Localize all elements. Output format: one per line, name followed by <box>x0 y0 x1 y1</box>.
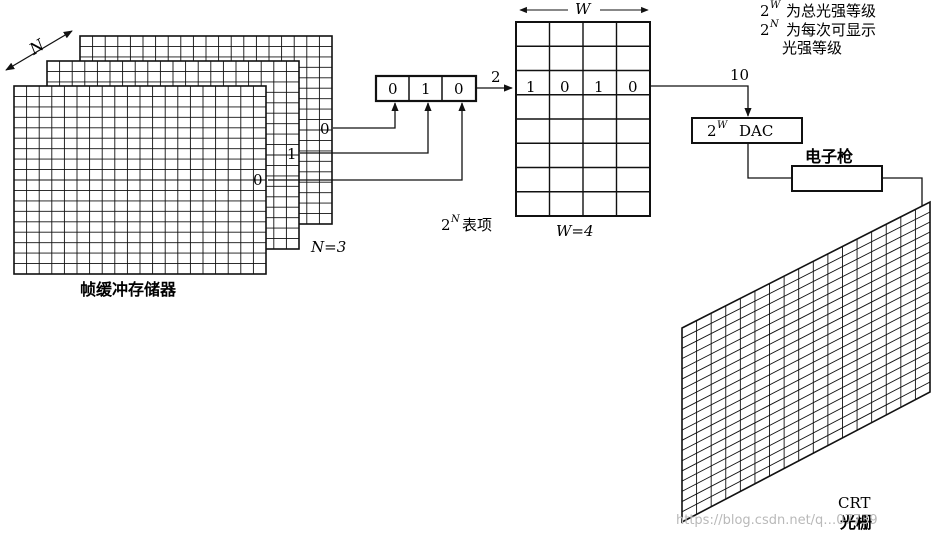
table-output-width: 10 <box>730 66 749 84</box>
dac-label-text: DAC <box>739 122 773 140</box>
legend-line1-base: 2 <box>760 2 770 20</box>
dac-label-base: 2 <box>707 122 717 140</box>
legend-line1-sup: W <box>770 0 781 11</box>
plane-bit-0: 0 <box>320 120 330 138</box>
lut-value-0: 1 <box>526 78 536 96</box>
legend-line2-sup: N <box>769 19 780 30</box>
legend-line3-text: 光强等级 <box>782 39 842 57</box>
legend-line2-base: 2 <box>760 21 770 39</box>
electron-gun: 电子枪 <box>791 147 883 192</box>
table-to-dac-wire <box>650 85 752 117</box>
dac-to-gun-wire <box>747 143 792 179</box>
plane-wires <box>268 102 466 181</box>
entries-caption-base: 2 <box>441 216 451 234</box>
register-bit-0: 0 <box>388 80 398 98</box>
frame-buffer-plane <box>13 85 267 275</box>
crt-label: CRT <box>838 494 871 512</box>
register-bit-2: 0 <box>454 80 464 98</box>
width-label: W <box>575 0 592 18</box>
plane-bit-1: 1 <box>287 145 297 163</box>
legend-line1-text: 为总光强等级 <box>786 2 876 20</box>
dac-box: 2 W DAC <box>691 117 803 144</box>
watermark: https://blog.csdn.net/q…07739 <box>676 513 878 528</box>
entries-caption-sup: N <box>450 214 461 225</box>
electron-gun-label: 电子枪 <box>805 147 853 166</box>
frame-buffer-label: 帧缓冲存储器 <box>80 280 177 299</box>
frame-buffer-planes <box>13 35 333 275</box>
crt-raster <box>681 200 931 524</box>
entries-caption-text: 表项 <box>462 216 492 234</box>
width-caption: W=4 <box>556 222 594 240</box>
entries-caption: 2 N 表项 <box>441 214 492 234</box>
legend: 2 W 为总光强等级 2 N 为每次可显示 光强等级 <box>760 0 876 57</box>
lut-value-1: 0 <box>560 78 570 96</box>
register: 0 1 0 <box>374 74 478 103</box>
plane-count-label: N=3 <box>310 238 346 256</box>
legend-line2-text: 为每次可显示 <box>786 21 876 39</box>
register-bit-1: 1 <box>421 80 431 98</box>
register-output-width: 2 <box>491 68 501 86</box>
lookup-table <box>515 21 651 217</box>
lut-value-2: 1 <box>594 78 604 96</box>
crt-sublabel: 光栅 <box>839 513 872 532</box>
width-arrow: W <box>519 0 649 18</box>
plane-bit-2: 0 <box>253 171 263 189</box>
dac-label-sup: W <box>717 120 728 131</box>
lut-value-3: 0 <box>628 78 638 96</box>
